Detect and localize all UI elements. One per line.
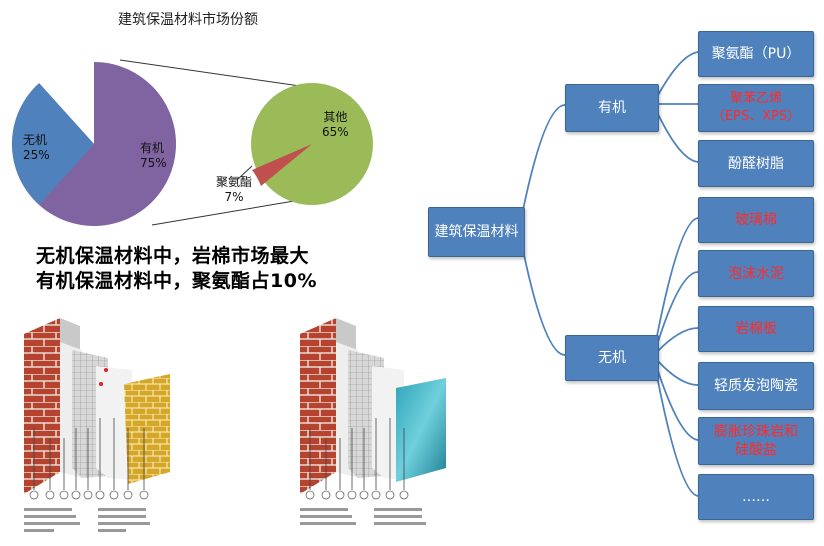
pie-label-organic-value: 75% [140,156,167,170]
headline-line-2: 有机保温材料中，聚氨酯占10% [36,270,317,292]
connector-inorganic-1 [656,217,699,337]
pie-label-organic: 有机 75% [140,141,167,171]
tree-organic-label: 有机 [598,100,626,116]
wall-diagram-tile [24,318,170,532]
pie-label-inorganic-name: 无机 [23,133,48,147]
legend-text-blocks-2 [300,508,426,525]
pie-connector-bottom [151,199,301,226]
tree-inorganic-child-6: …… [698,474,814,520]
legend-text-blocks [24,508,150,532]
tree-inorganic-child-3: 岩棉板 [698,306,814,352]
pie-label-other: 其他 65% [322,110,349,140]
tree-inorganic-child-2-label: 泡沫水泥 [728,265,784,282]
pie-slice-pu [252,144,312,186]
callout-number-circles-2 [305,490,409,500]
tree-organic-child-2: 聚苯乙烯 （EPS、XPS） [698,84,814,132]
tree-root-label: 建筑保温材料 [434,224,519,240]
tree-inorganic-child-1-label: 玻璃棉 [735,212,777,228]
detail-pie [236,83,373,205]
tree-inorganic-child-4: 轻质发泡陶瓷 [698,362,814,410]
pie-label-organic-name: 有机 [140,141,165,155]
callout-lines-2 [309,418,405,490]
tree-inorganic-box: 无机 [565,335,659,381]
tree-organic-child-3: 酚醛树脂 [698,140,814,187]
tree-inorganic-child-5-label: 膨胀珍珠岩和 硅酸盐 [714,424,798,458]
pie-label-pu-name: 聚氨酯 [216,175,253,189]
tree-inorganic-child-2: 泡沫水泥 [698,250,814,297]
main-pie [12,62,177,227]
tree-organic-child-3-label: 酚醛树脂 [728,155,784,172]
pu-leader-line [236,165,253,181]
tree-root-box: 建筑保温材料 [428,207,525,257]
connector-root-inorganic [522,249,566,356]
connector-inorganic-2 [656,271,699,346]
callout-lines [33,418,145,490]
connector-inorganic-6 [656,375,699,497]
pie-label-other-value: 65% [322,125,349,139]
pie-label-pu: 聚氨酯 7% [216,175,252,205]
pie-chart-svg [12,59,373,227]
pie-slice-inorganic [12,83,94,205]
paint-face [396,378,446,482]
tree-organic-child-2-label: 聚苯乙烯 （EPS、XPS） [711,91,801,124]
connector-inorganic-5 [656,367,699,441]
tree-organic-box: 有机 [565,84,659,132]
connector-inorganic-4 [656,359,699,386]
tree-organic-child-1-label: 聚氨酯（PU） [711,46,801,62]
connector-root-organic [522,104,566,211]
pie-label-inorganic-value: 25% [23,148,50,162]
connector-organic-1 [656,51,699,98]
tree-organic-child-1: 聚氨酯（PU） [698,31,814,77]
wall-diagram-paint [300,318,446,525]
connector-organic-3 [656,111,699,163]
headline-line-1: 无机保温材料中，岩棉市场最大 [36,245,310,267]
brick-wall [24,318,60,494]
tree-inorganic-child-4-label: 轻质发泡陶瓷 [714,378,798,394]
tree-inorganic-child-6-label: …… [742,489,770,505]
connector-inorganic-3 [656,327,699,353]
tree-inorganic-child-3-label: 岩棉板 [735,321,777,337]
tree-inorganic-label: 无机 [598,350,626,366]
pie-label-pu-value: 7% [224,190,244,204]
callout-number-circles [29,490,149,500]
tree-inorganic-child-5: 膨胀珍珠岩和 硅酸盐 [698,417,814,465]
pie-chart-title: 建筑保温材料市场份额 [118,12,258,28]
tile-face [124,374,170,484]
pie-label-inorganic: 无机 25% [23,133,50,163]
pie-connector-top [119,59,301,87]
tree-inorganic-child-1: 玻璃棉 [698,197,814,243]
brick-wall-2 [300,318,336,494]
pie-label-other-name: 其他 [323,110,348,124]
